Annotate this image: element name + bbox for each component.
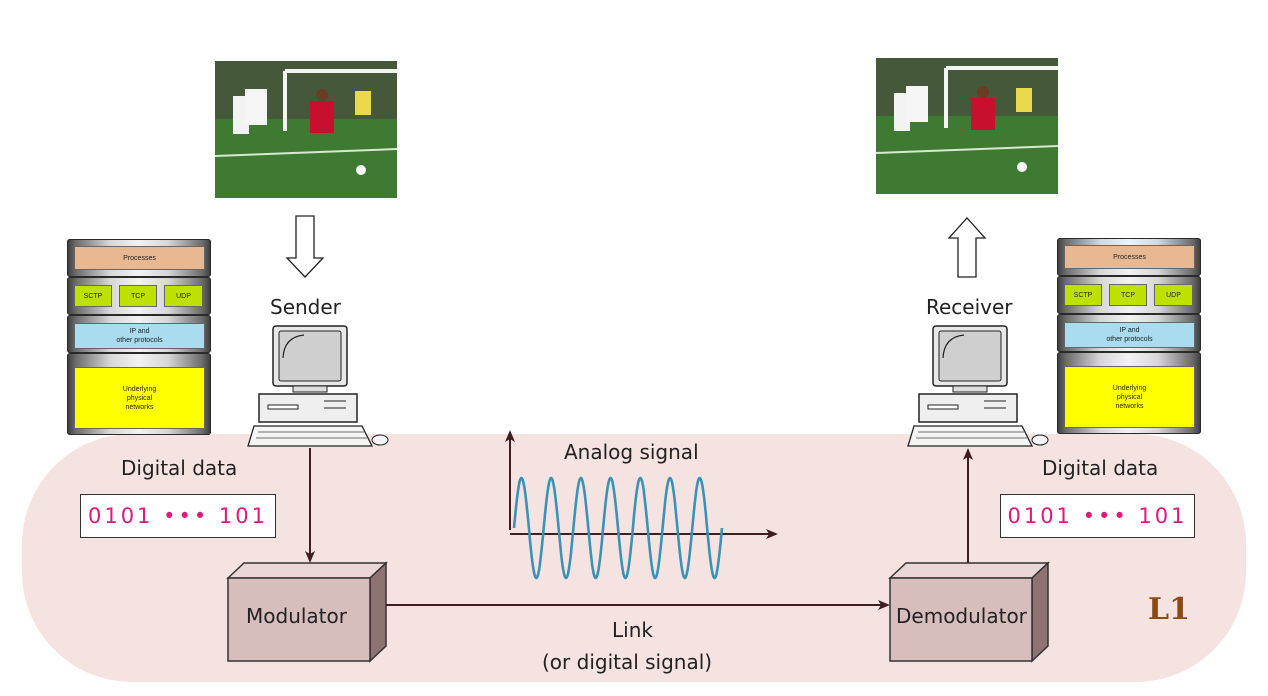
modulator-label: Modulator [246, 604, 347, 628]
stack-ip: IP and other protocols [1064, 322, 1195, 348]
receiver-computer-icon [907, 325, 1049, 447]
right-digital-data-label: Digital data [1042, 456, 1159, 480]
stack-processes: Processes [1064, 245, 1195, 269]
left-bits-box: 0101 ••• 101 [80, 494, 276, 538]
stack-physical: Underlying physical networks [74, 367, 205, 429]
sender-label: Sender [270, 295, 341, 319]
demodulator-label: Demodulator [896, 604, 1027, 628]
stack-ip: IP and other protocols [74, 323, 205, 349]
photo-soccer-right [876, 58, 1058, 194]
stack-physical: Underlying physical networks [1064, 366, 1195, 428]
sender-computer-icon [247, 325, 389, 447]
left-digital-data-label: Digital data [121, 456, 238, 480]
demodulator-box [888, 561, 1050, 663]
stack-tcp: TCP [119, 285, 157, 307]
protocol-stack-right: Processes SCTP TCP UDP IP and other prot… [1057, 238, 1201, 434]
link-sublabel: (or digital signal) [542, 650, 713, 674]
modulator-box [226, 561, 388, 663]
analog-signal-wave [512, 476, 724, 580]
hollow-down-arrow [285, 215, 325, 278]
analog-signal-label: Analog signal [564, 440, 699, 464]
photo-soccer-left [215, 61, 397, 198]
stack-sctp: SCTP [74, 285, 112, 307]
protocol-stack-left: Processes SCTP TCP UDP IP and other prot… [67, 239, 211, 435]
stack-sctp: SCTP [1064, 284, 1102, 306]
stack-udp: UDP [164, 285, 203, 307]
right-bits-box: 0101 ••• 101 [1000, 494, 1195, 538]
receiver-label: Receiver [926, 295, 1013, 319]
hollow-up-arrow [947, 217, 987, 278]
stack-udp: UDP [1154, 284, 1193, 306]
link-label: Link [612, 618, 653, 642]
stack-tcp: TCP [1109, 284, 1147, 306]
layer-tag: L1 [1148, 592, 1190, 627]
stack-processes: Processes [74, 246, 205, 270]
